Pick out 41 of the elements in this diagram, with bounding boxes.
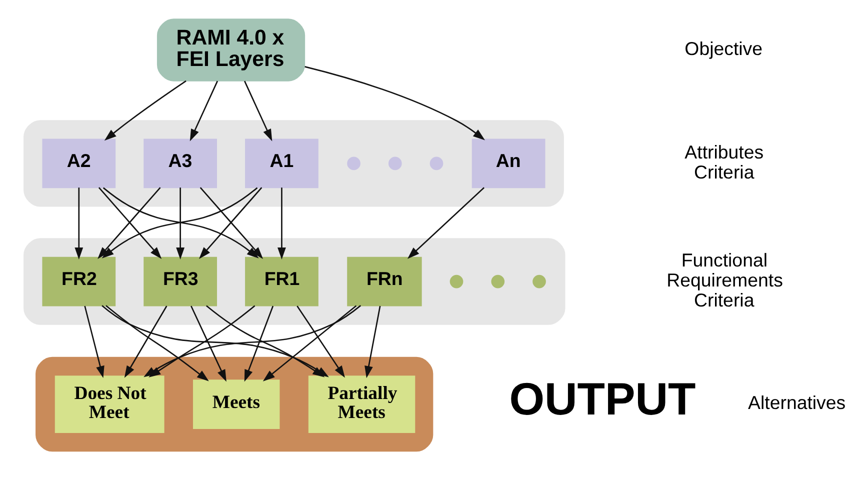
arrow — [206, 304, 325, 377]
node-box: An — [472, 138, 546, 188]
arrow — [74, 187, 84, 259]
node-box: Partially Meets — [308, 375, 416, 432]
label: Attributes Criteria — [684, 140, 764, 182]
cluster — [24, 238, 566, 324]
arrow — [176, 187, 185, 259]
node-circle — [532, 274, 546, 288]
arrow — [304, 66, 486, 140]
node-circle — [347, 156, 360, 170]
node-circle — [388, 156, 402, 170]
node-box: A1 — [245, 138, 318, 188]
label: OUTPUT — [509, 373, 696, 424]
arrow — [84, 305, 104, 378]
arrow — [190, 305, 226, 382]
cluster — [24, 120, 564, 206]
node-box: A3 — [144, 138, 217, 188]
arrow — [407, 186, 484, 258]
arrow — [190, 80, 218, 141]
arrow — [262, 304, 357, 381]
arrow — [106, 304, 209, 381]
arrow — [244, 305, 274, 382]
node-box: Meets — [192, 379, 280, 428]
node-box: FR2 — [42, 256, 116, 306]
arrow — [364, 305, 381, 378]
arrow — [278, 187, 286, 259]
node-box: FR3 — [144, 256, 217, 306]
node-box: RAMI 4.0 x FEI Layers — [156, 18, 306, 81]
node-box: A2 — [42, 138, 116, 188]
arrow — [104, 80, 186, 140]
node-circle — [450, 274, 464, 288]
node-circle — [491, 274, 505, 288]
arrow — [244, 80, 272, 141]
label: Functional Requirements Criteria — [666, 248, 783, 310]
node-box: FR1 — [245, 256, 318, 306]
cluster — [36, 356, 434, 452]
label: Objective — [684, 37, 763, 58]
node-box: FRn — [347, 256, 422, 306]
node-circle — [430, 156, 444, 170]
label: Alternatives — [748, 392, 846, 413]
node-box: Does Not Meet — [54, 375, 164, 432]
